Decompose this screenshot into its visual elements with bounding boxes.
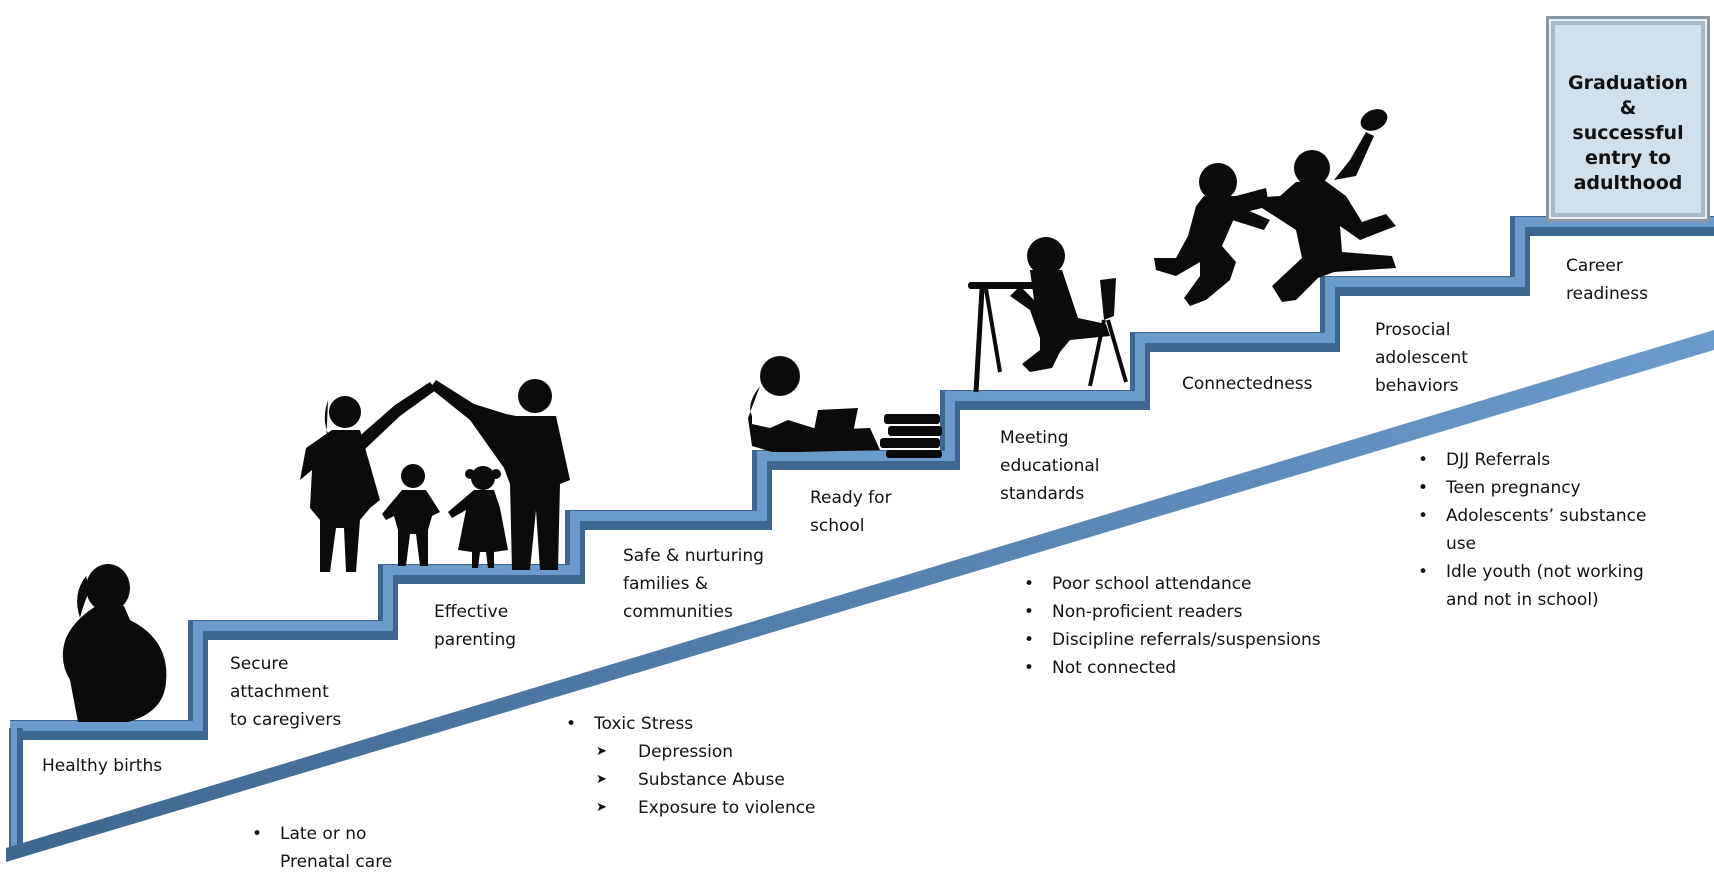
staircase-frame	[9, 216, 1714, 856]
step-label-healthy-births: Healthy births	[42, 756, 163, 776]
risk-item: •Idle youth (not working and not in scho…	[1418, 562, 1644, 610]
risk-item: •Teen pregnancy	[1418, 478, 1581, 498]
goal-box: Graduation & successful entry to adultho…	[1546, 16, 1710, 222]
risk-item: •Adolescents’ substance use	[1418, 506, 1647, 554]
student-desk-icon	[968, 237, 1128, 393]
risk-item: •Non-proficient readers	[1024, 602, 1243, 622]
goal-text: Graduation & successful entry to adultho…	[1568, 72, 1688, 194]
staircase-diagonal	[6, 330, 1714, 862]
step-label-safe-families: Safe & nurturing families & communities	[623, 546, 764, 622]
risk-item: •Discipline referrals/suspensions	[1024, 630, 1321, 650]
step-label-connectedness: Connectedness	[1182, 374, 1313, 394]
risk-list-school: •Poor school attendance •Non-proficient …	[1024, 570, 1321, 682]
risk-item-toxic-stress: •Toxic Stress	[566, 714, 694, 734]
risk-item: •Poor school attendance	[1024, 574, 1252, 594]
risk-item: •DJJ Referrals	[1418, 450, 1551, 470]
risk-list-toxic-stress: •Toxic Stress ➤Depression ➤Substance Abu…	[566, 710, 816, 822]
step-label-ready-for-school: Ready for school	[810, 488, 892, 536]
risk-list-prenatal: •Late or no Prenatal care	[252, 820, 392, 876]
risk-list-adolescent: •DJJ Referrals •Teen pregnancy •Adolesce…	[1418, 446, 1646, 614]
risk-subitem: ➤Exposure to violence	[596, 798, 816, 818]
risk-item: •Not connected	[1024, 658, 1177, 678]
football-players-icon	[1154, 109, 1396, 306]
step-label-secure-attachment: Secure attachment to caregivers	[230, 654, 342, 730]
step-label-career-readiness: Career readiness	[1566, 256, 1648, 304]
risk-subitem: ➤Depression	[596, 742, 734, 762]
step-label-effective-parenting: Effective parenting	[434, 602, 517, 650]
pregnant-woman-icon	[62, 564, 167, 722]
family-icon	[300, 379, 570, 572]
step-label-educational-standards: Meeting educational standards	[1000, 428, 1100, 504]
step-label-prosocial-behaviors: Prosocial adolescent behaviors	[1375, 320, 1468, 396]
risk-item: •Late or no Prenatal care	[252, 824, 393, 872]
risk-subitem: ➤Substance Abuse	[596, 770, 785, 790]
child-reading-icon	[748, 356, 942, 458]
